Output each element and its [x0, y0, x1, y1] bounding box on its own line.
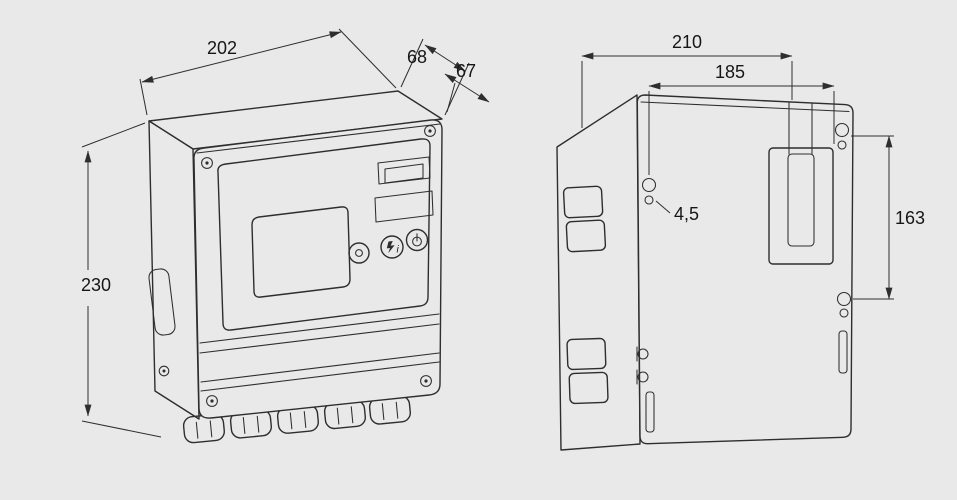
- side-screw: [158, 365, 170, 377]
- corner-screw-bottom-right: [420, 375, 432, 387]
- side-label: [148, 268, 176, 336]
- info-icon: i: [397, 245, 400, 256]
- ok-button-dot: [355, 249, 363, 257]
- corner-screw-top-left: [201, 157, 213, 169]
- vent-slot-left: [645, 391, 655, 433]
- corner-screw-bottom-left: [206, 395, 218, 407]
- dim-width-label: 202: [207, 38, 237, 58]
- lcd-display: [251, 206, 351, 298]
- power-button: [405, 228, 429, 252]
- mounting-hole-top-left: [641, 177, 657, 205]
- cable-clip-upper: [636, 346, 649, 362]
- dim-width-202: 202: [139, 28, 397, 116]
- ok-button: [348, 242, 370, 264]
- status-window-display: [384, 163, 424, 184]
- dim-overall-width-210: 210: [581, 32, 793, 128]
- dim-height-230: 230: [81, 122, 162, 438]
- dim-mount-spacing-x-185: 185: [648, 62, 835, 175]
- front-isometric-view: i 202: [81, 28, 490, 444]
- label-window: [374, 190, 434, 223]
- hinge-bottom: [566, 337, 609, 405]
- lightning-icon: [386, 241, 395, 254]
- mounting-hole-top-right: [834, 122, 850, 150]
- dim-depth-67: 67: [444, 61, 490, 113]
- hanging-slot: [768, 101, 834, 265]
- reset-info-button: i: [380, 235, 404, 259]
- dim-mount-spacing-y-label: 163: [895, 208, 925, 228]
- dim-hole-diameter-45: 4,5: [655, 200, 699, 224]
- dim-depth-rear-label: 68: [407, 47, 427, 67]
- rear-top-seam: [640, 101, 850, 113]
- housing-front-face: [193, 119, 443, 419]
- door-panel: [217, 138, 431, 331]
- dim-hole-diameter-label: 4,5: [674, 204, 699, 224]
- dim-mount-spacing-y-163: 163: [851, 135, 925, 300]
- dim-mount-spacing-x-label: 185: [715, 62, 745, 82]
- side-screw-dot: [162, 369, 166, 373]
- status-window: [377, 156, 431, 185]
- cable-gland-1: [182, 413, 225, 444]
- terminal-cover-seams: [199, 313, 440, 392]
- cable-clip-lower: [636, 369, 649, 385]
- dim-height-label: 230: [81, 275, 111, 295]
- hinge-top: [562, 185, 607, 253]
- vent-slot-right: [838, 330, 848, 374]
- rear-back-panel: [636, 94, 854, 445]
- dim-depth-front-label: 67: [456, 61, 476, 81]
- housing-left-face: [148, 120, 200, 420]
- dim-overall-width-label: 210: [672, 32, 702, 52]
- mounting-hole-bottom-right: [836, 291, 852, 318]
- lid-seam: [196, 123, 441, 154]
- rear-view: 210 185 4,5 163: [556, 32, 925, 451]
- corner-screw-top-right: [424, 125, 436, 137]
